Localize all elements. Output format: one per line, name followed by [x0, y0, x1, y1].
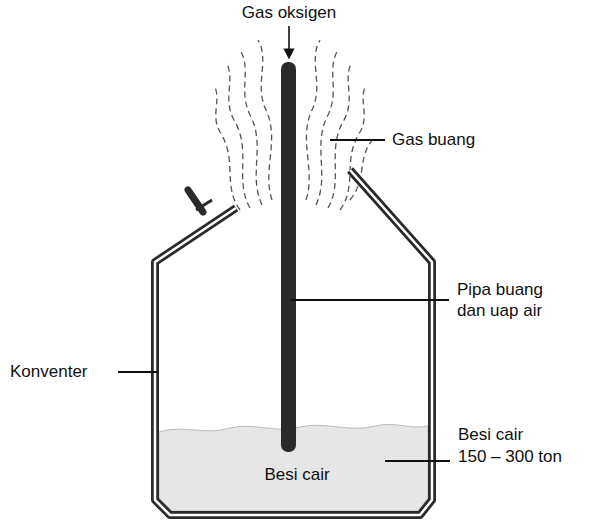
- part-label: Pipa buang dan uap air: [457, 279, 557, 321]
- gas-label: Gas oksigen: [242, 2, 337, 23]
- oxygen-lance: [281, 62, 296, 452]
- quantity-label: 150 – 300 ton: [458, 446, 562, 467]
- oxygen-arrow: [288, 26, 290, 54]
- material-label: Besi cair: [264, 464, 329, 485]
- part-label: Konventer: [10, 361, 88, 382]
- gas-label: Gas buang: [392, 129, 475, 150]
- material-label: Besi cair: [458, 424, 523, 445]
- leader-lines: [118, 140, 450, 461]
- side-nozzle: [188, 190, 212, 212]
